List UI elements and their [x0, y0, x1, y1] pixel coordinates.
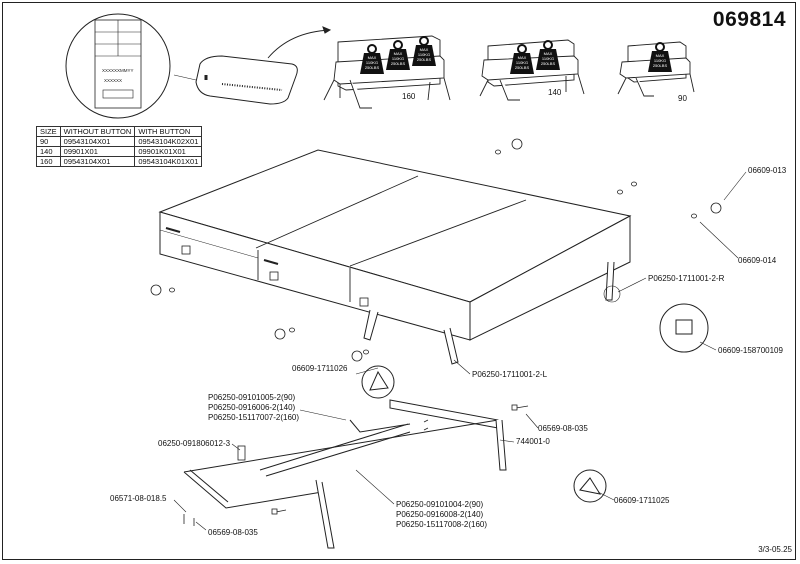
with-button-header: WITH BUTTON	[134, 126, 203, 137]
load-badge-text: MAX	[544, 51, 553, 56]
front-leg-2	[443, 327, 459, 365]
table-row: 160 09543104X01 09543104K01X01	[36, 156, 203, 167]
front-leg	[363, 309, 379, 341]
part-label-screw-right: 06569-08-035	[538, 424, 588, 433]
table-row: 140 09901X01 09901K01X01	[36, 146, 203, 157]
load-badge-text: 250LBS	[365, 65, 380, 70]
glides	[150, 138, 722, 362]
table-cell: 160	[36, 156, 61, 167]
size-header: SIZE	[36, 126, 61, 137]
leader-lines	[173, 171, 747, 531]
cushion	[195, 55, 298, 105]
sofa-size-140: 140	[548, 88, 562, 97]
load-badge-text: 110KG	[366, 60, 378, 65]
part-label-06609-014: 06609-014	[738, 256, 777, 265]
load-badge-text: 110KG	[542, 56, 554, 61]
sofa-size-160: 160	[402, 92, 416, 101]
part-label-frame-rail-back: P06250-09101005-2(90) P06250-0916006-2(1…	[208, 393, 300, 422]
table-cell: 140	[36, 146, 61, 157]
table-cell: 09543104K02X01	[134, 136, 203, 147]
load-badge-text: MAX	[394, 51, 403, 56]
load-badge-text: 250LBS	[653, 63, 668, 68]
load-badge-text: 250LBS	[541, 61, 556, 66]
table-cell: 09543104X01	[59, 156, 136, 167]
load-badge-text: 110KG	[516, 60, 528, 65]
barcode	[102, 89, 134, 99]
part-label-bolt: 06571-08-018.5	[110, 494, 167, 503]
load-badge-text: MAX	[518, 55, 527, 60]
table-cell: 09543104X01	[59, 136, 136, 147]
label-card-line2: XXXXXX	[104, 78, 122, 83]
part-label-leg-left: P06250-1711001-2-L	[472, 370, 548, 379]
load-badge-text: MAX	[656, 53, 665, 58]
part-label-screw-left: 06569-08-035	[208, 528, 258, 537]
without-button-header: WITHOUT BUTTON	[59, 126, 136, 137]
sofa-size-90: 90	[678, 94, 687, 103]
load-badge-text: MAX	[420, 47, 429, 52]
part-label-spacer: 06250-091806012-3	[158, 439, 231, 448]
load-badge-text: 250LBS	[417, 57, 432, 62]
table-cell: 09901K01X01	[134, 146, 203, 157]
sofa-bed-base	[158, 149, 632, 341]
part-label-06609-013: 06609-013	[748, 166, 787, 175]
arrow-line	[267, 29, 331, 59]
part-label-bracket-top: 06609-1711026	[292, 364, 348, 373]
load-badge-text: 250LBS	[515, 65, 530, 70]
screws	[183, 404, 529, 526]
load-badge-text: 110KG	[654, 58, 666, 63]
part-label-glide: 06609-158700109	[718, 346, 783, 355]
load-badge-text: MAX	[368, 55, 377, 60]
part-label-frame: 744001-0	[516, 437, 550, 446]
load-badge-text: 250LBS	[391, 61, 406, 66]
metal-frame	[183, 399, 507, 549]
part-label-bracket-bottom: 06609-1711025	[614, 496, 670, 505]
document-number: 069814	[712, 8, 786, 31]
part-label-leg-right: P06250-1711001-2-R	[648, 274, 725, 283]
page-code: 3/3-05.25	[758, 545, 792, 554]
table-cell: 09543104K01X01	[134, 156, 203, 167]
table-cell: 09901X01	[59, 146, 136, 157]
part-label-frame-rail-front: P06250-09101004-2(90) P06250-0916008-2(1…	[396, 500, 488, 529]
label-card-line1: XXXXXXMMYY	[102, 68, 134, 73]
rear-leg	[605, 261, 615, 301]
table-cell: 90	[36, 136, 61, 147]
size-table: SIZE WITHOUT BUTTON WITH BUTTON 90 09543…	[36, 126, 203, 167]
table-row: 90 09543104X01 09543104K02X01	[36, 136, 203, 147]
load-badge-text: 110KG	[392, 56, 404, 61]
load-badge-text: 110KG	[418, 52, 430, 57]
